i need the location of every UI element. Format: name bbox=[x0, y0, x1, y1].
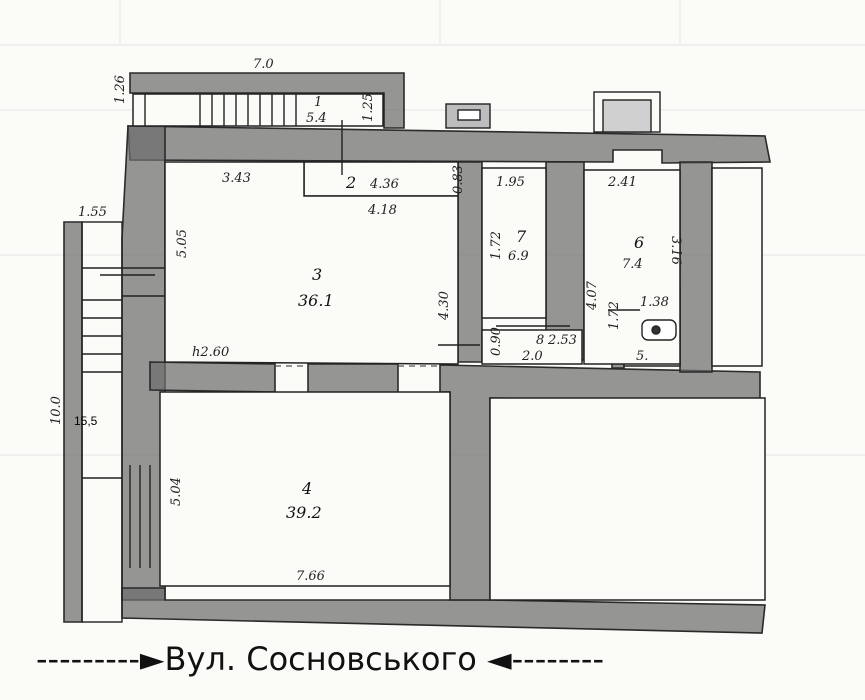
room-7-id: 7 bbox=[516, 227, 527, 246]
room-6-left: 4.07 bbox=[585, 280, 600, 311]
street-arrow-right: ◄-------- bbox=[487, 640, 604, 678]
room-3-top: 3.43 bbox=[222, 171, 251, 186]
annex-wall bbox=[129, 72, 405, 129]
room-7-left: 1.72 bbox=[489, 231, 504, 260]
room-3-area: 36.1 bbox=[298, 291, 334, 310]
street-caption: ---------►Вул. Сосновського ◄-------- bbox=[36, 640, 604, 678]
left-small-dim: 1.55 bbox=[78, 205, 107, 220]
room-7-area: 6.9 bbox=[508, 249, 529, 264]
room-8-right: 2.53 bbox=[547, 333, 577, 348]
room-8 bbox=[481, 329, 583, 365]
room-6-area: 7.4 bbox=[622, 257, 643, 272]
room-8-id: 8 bbox=[536, 333, 544, 348]
outer-top-width: 7.0 bbox=[253, 57, 274, 72]
room-4-bottom: 7.66 bbox=[296, 569, 325, 584]
wall-right bbox=[679, 161, 713, 373]
room-4-left: 5.04 bbox=[169, 477, 184, 506]
street-arrow-left: ---------► bbox=[36, 640, 165, 678]
room-2-top: 4.36 bbox=[369, 177, 399, 192]
room-3-id: 3 bbox=[312, 265, 322, 284]
room-3 bbox=[164, 161, 459, 365]
room-3-right: 4.30 bbox=[437, 291, 452, 321]
mid-wall-left bbox=[149, 361, 276, 393]
room-2-bottom: 4.18 bbox=[367, 203, 397, 218]
entry-arrows bbox=[100, 120, 640, 346]
room-1-area: 5.4 bbox=[306, 111, 327, 126]
adjacent-right bbox=[711, 167, 763, 367]
room-4-area: 39.2 bbox=[286, 503, 322, 522]
bottom-wall bbox=[121, 587, 766, 634]
rooms bbox=[132, 93, 766, 601]
roof-elements bbox=[445, 91, 661, 133]
room-3-left: 5.05 bbox=[175, 229, 190, 258]
adjacent-area bbox=[489, 397, 766, 601]
mid-wall-block bbox=[307, 363, 399, 396]
room-4 bbox=[159, 391, 451, 587]
room-6-id: 6 bbox=[634, 233, 644, 252]
room-1-id: 1 bbox=[314, 95, 322, 110]
sink-icon bbox=[641, 319, 677, 341]
room-6-top: 2.41 bbox=[607, 175, 637, 190]
room-7-top: 1.95 bbox=[496, 175, 525, 190]
outer-left-height: 10.0 bbox=[49, 396, 64, 425]
room-4-id: 4 bbox=[301, 479, 312, 498]
stairs-left bbox=[81, 221, 165, 623]
room-5-top: 1.38 bbox=[640, 295, 669, 310]
room-1-dim: 1.25 bbox=[361, 93, 376, 122]
room-8-left: 0.90 bbox=[489, 327, 504, 356]
room-6-right: 3.16 bbox=[668, 236, 683, 265]
room-7 bbox=[481, 167, 547, 319]
room-3-height: h2.60 bbox=[192, 345, 229, 360]
labels: 7.0 1.26 1.55 10.0 15,5 1 5.4 1.25 2 4.3… bbox=[49, 57, 683, 584]
stairs-top bbox=[144, 94, 297, 126]
room-2-side: 0.83 bbox=[451, 165, 466, 194]
room-1 bbox=[132, 93, 384, 127]
top-small-dim: 1.26 bbox=[113, 75, 128, 104]
room-8-area: 2.0 bbox=[521, 349, 543, 364]
street-name: Вул. Сосновського bbox=[164, 640, 477, 678]
room-2-id: 2 bbox=[345, 173, 356, 192]
top-wall bbox=[127, 125, 771, 164]
handwritten-note: 15,5 bbox=[74, 414, 98, 428]
room-5-left: 1.72 bbox=[607, 301, 622, 330]
walls bbox=[63, 72, 771, 634]
room-5-id: 5. bbox=[636, 349, 648, 364]
